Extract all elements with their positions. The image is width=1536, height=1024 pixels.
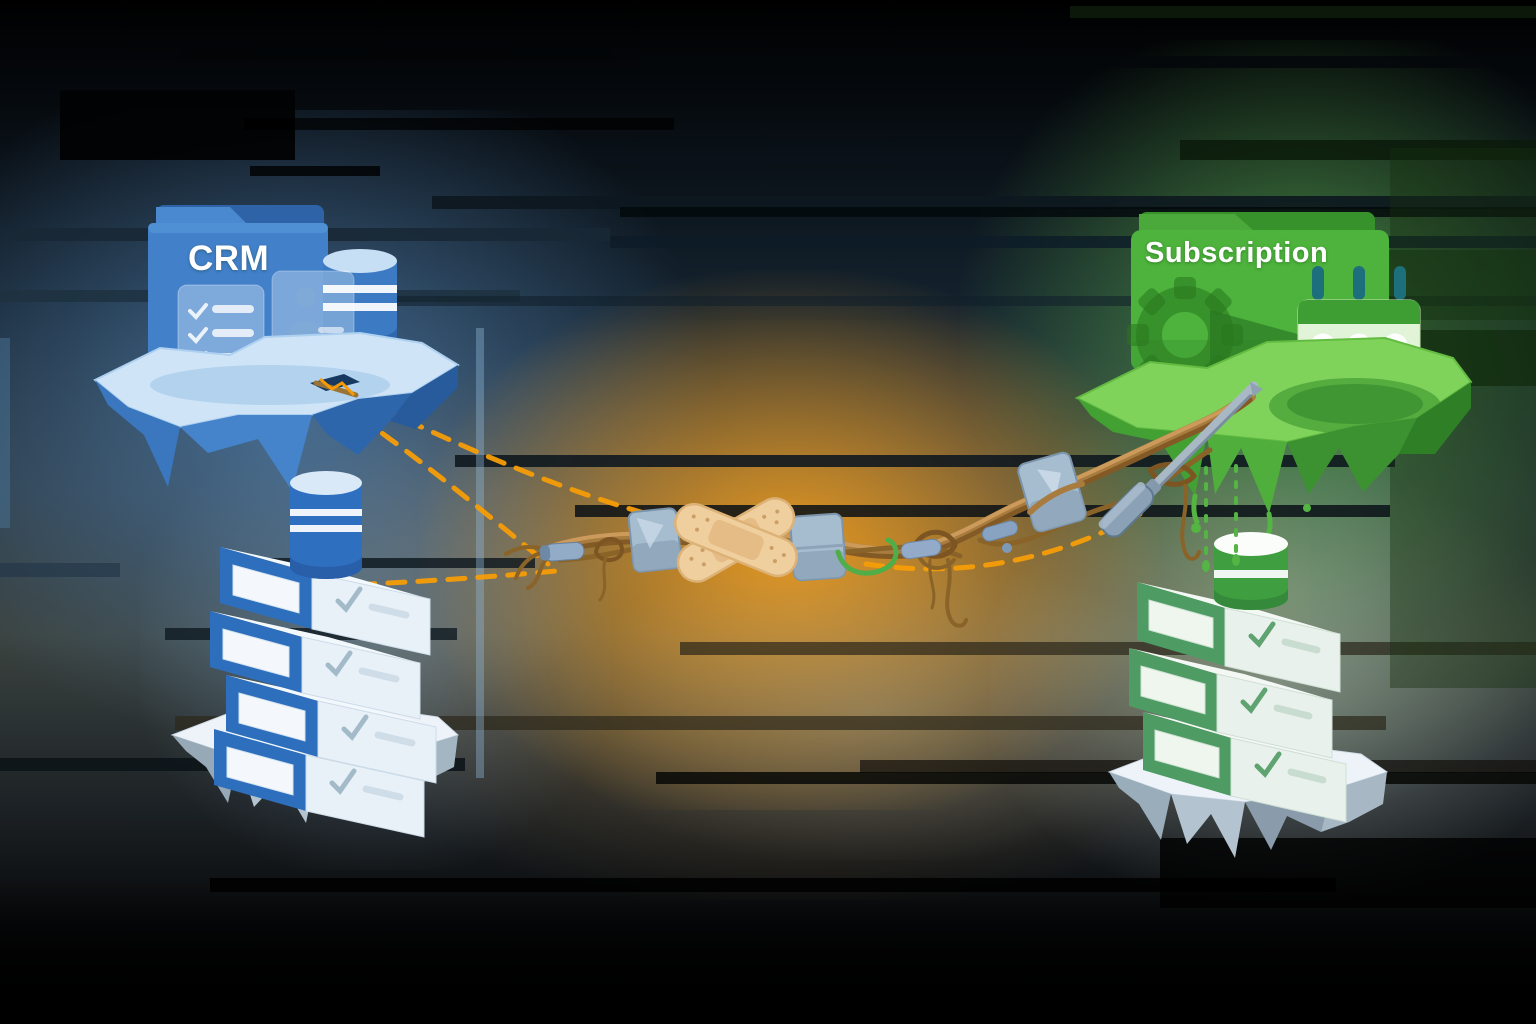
bandage-icon [674,497,798,583]
record-box [1129,648,1333,759]
drip-drop [1232,554,1240,566]
drip-dashes [1204,464,1238,562]
duct-tape-icon [789,512,847,582]
duct-tape-icon [627,507,683,573]
plug-icon [539,541,585,562]
drip-drop [1202,560,1210,572]
duct-tape-icon [1017,451,1087,533]
connector-nub [1002,543,1012,553]
knot-icon [594,537,625,602]
